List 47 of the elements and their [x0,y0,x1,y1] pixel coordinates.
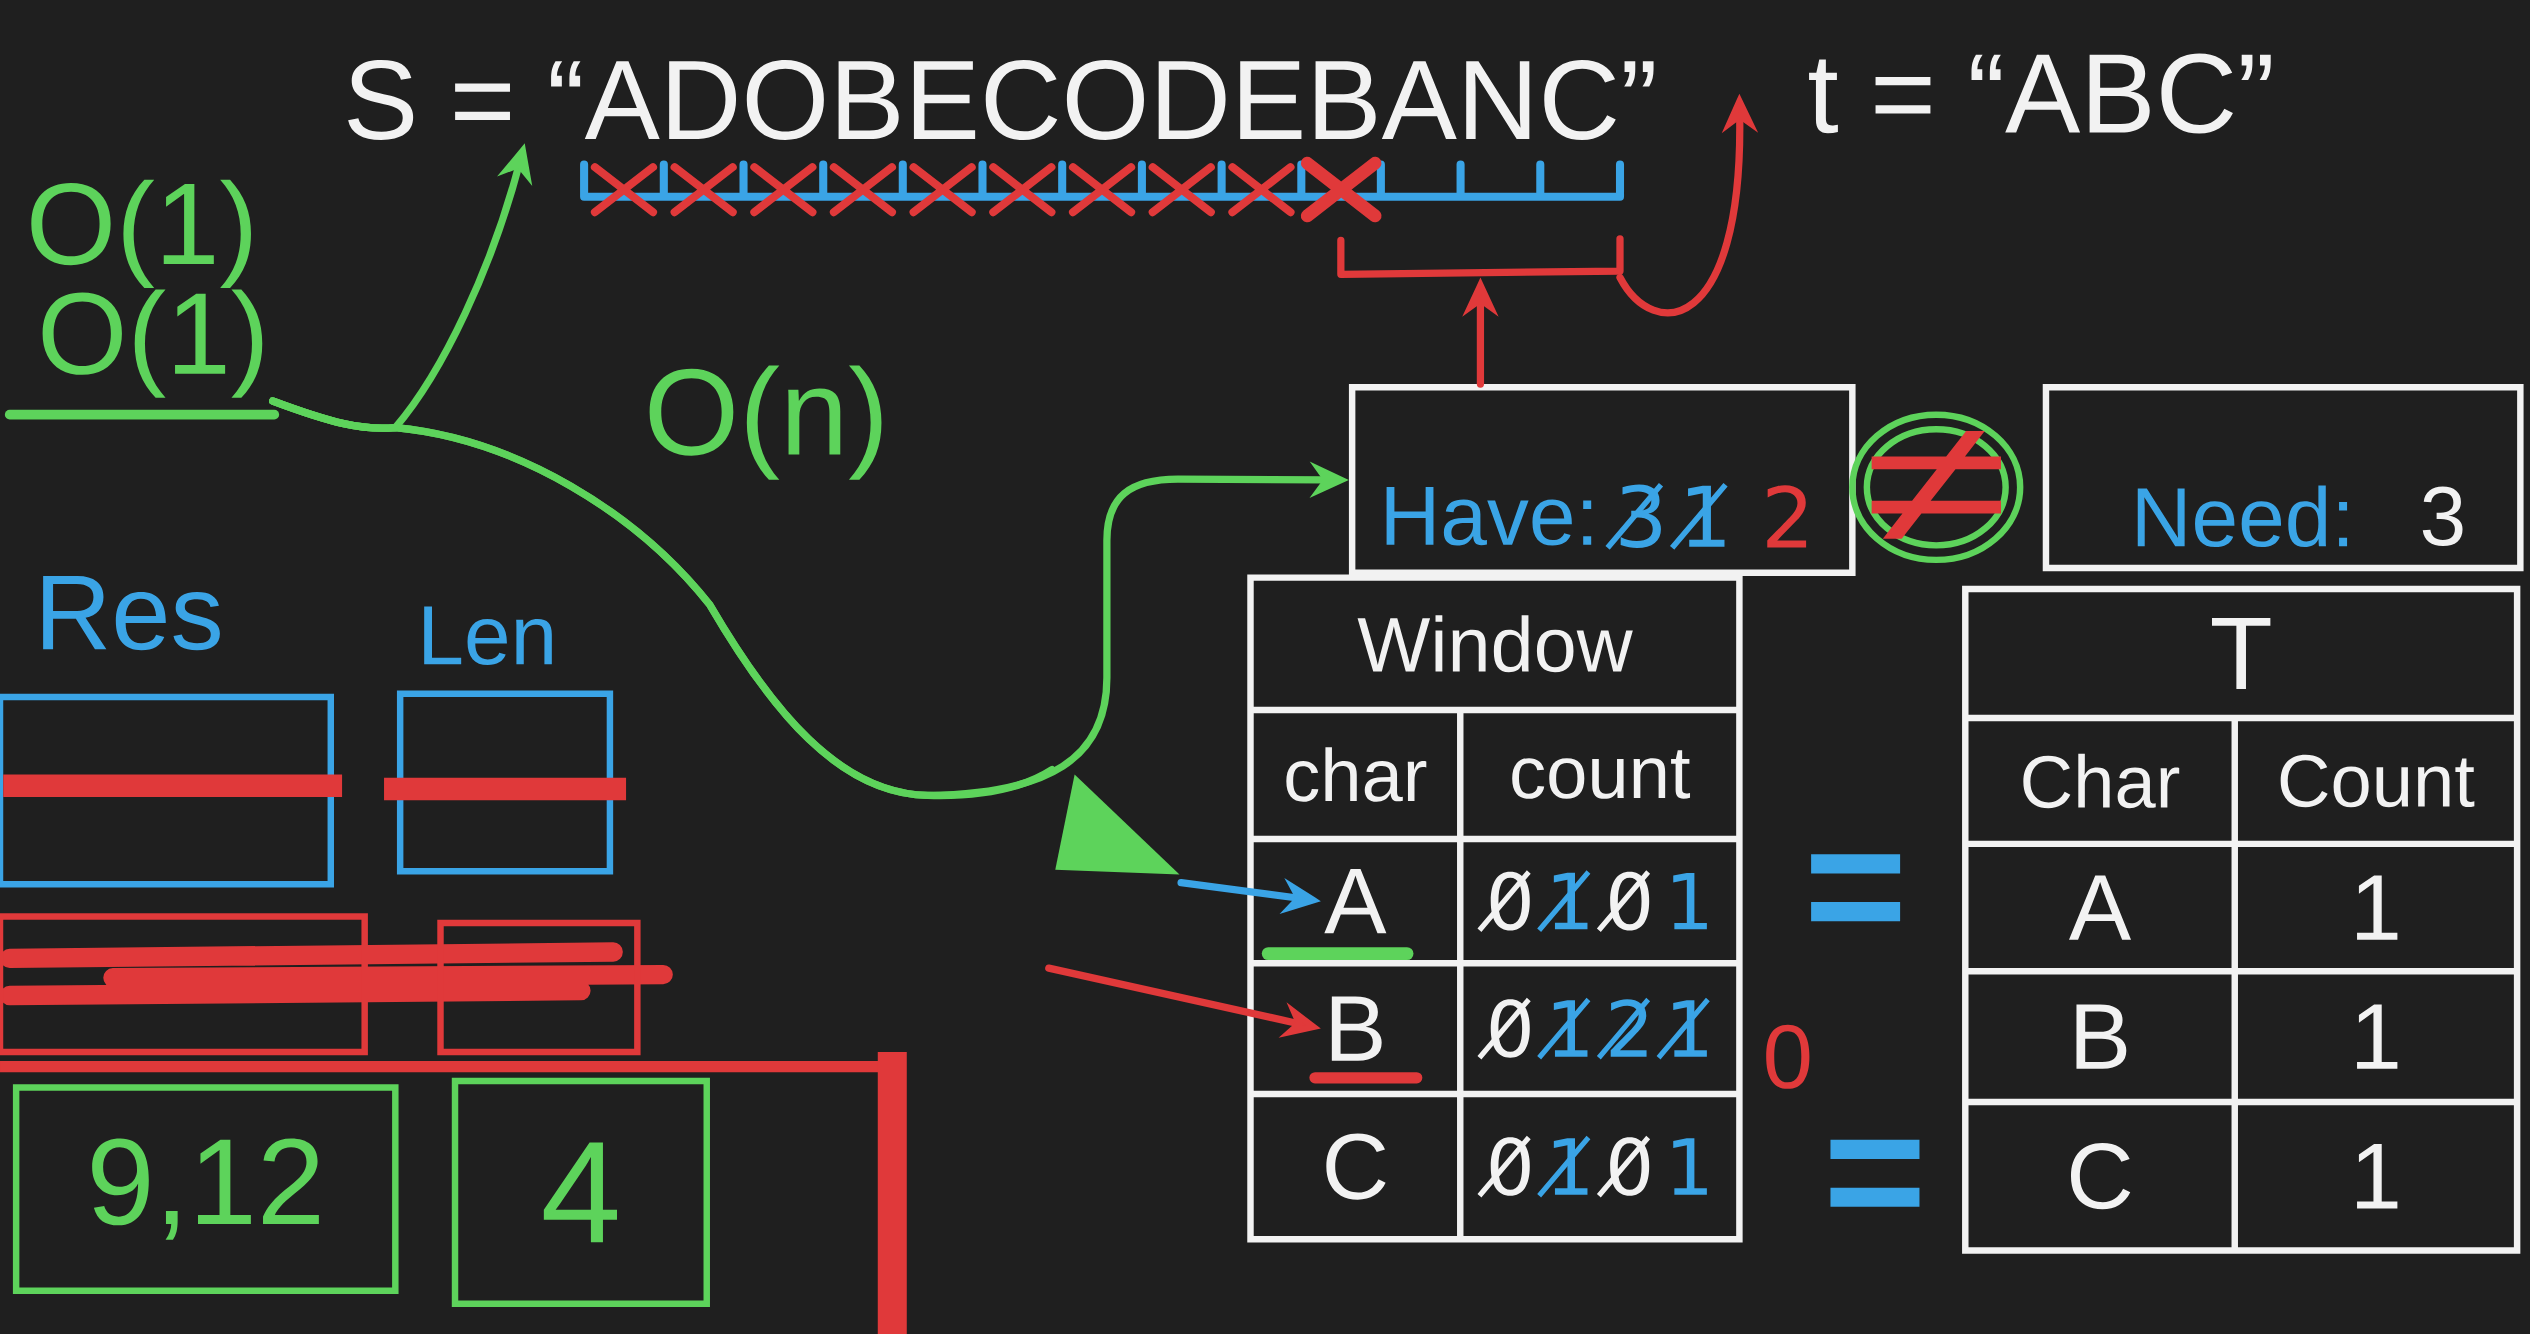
char-label: C [1326,1133,1386,1200]
char-label: A [2069,875,2132,940]
char-label: C [2071,1142,2131,1210]
crossed-out-value: 0̸ [1596,870,1651,932]
column-header: count [1512,749,1690,799]
counter-box: Need: 3 [2042,383,2524,571]
connector-line [269,397,1056,800]
assignment-text: t = “ABC” [1809,53,2271,134]
equals-sign: = [1830,1139,1920,1207]
counter-box: Have: 3̸1̸ 2 [1348,383,1856,576]
count-value: 1 [1673,1138,1707,1195]
crossed-out-value: 3̸ [1605,482,1664,550]
box-heading: Res [43,575,220,651]
crossed-out-value: 1̸ [1656,997,1710,1060]
crossed-out-value: 1̸ [1537,870,1591,932]
bracket [1337,234,1624,278]
crossed-out-value: 0̸ [1477,997,1531,1060]
box-heading: Len [424,606,552,665]
count-value: 1 [1673,872,1707,930]
triangle-marker [1055,774,1180,875]
count-value: 1 [2357,875,2398,940]
crossed-out-value: 0̸ [1477,1135,1531,1198]
column-header: Count [2280,754,2475,808]
crossed-out-value: 1̸ [1670,482,1728,550]
circled-sign: ≠ [1849,411,2024,563]
char-label: B [2076,1004,2127,1069]
char-label: B [1331,996,1382,1061]
crossed-out-box [0,913,368,1056]
crossed-out-box [437,919,641,1056]
crossed-out-value: 1̸ [1537,1135,1591,1198]
column-header: Char [2023,753,2180,808]
crossed-out-value: 0̸ [1477,870,1531,932]
crossed-out-value: 1̸ [1537,997,1591,1060]
column-header: char [1286,747,1427,802]
equals-sign: = [1811,854,1901,922]
value-box: 4 [451,1077,710,1307]
crossed-out-value: 0̸ [1596,1135,1651,1198]
complexity-label: O(1) [42,289,263,398]
assignment-text: S = “ADOBECODEBANC” [348,59,1654,140]
value-box: 9,12 [12,1084,399,1294]
count-value: 0 [1766,1024,1810,1089]
count-value: 1 [2357,1143,2398,1209]
crossed-out-value: 2̸ [1596,997,1651,1060]
char-label: A [1324,868,1387,934]
count-value: 1 [2357,1004,2398,1069]
complexity-label: O(1) [31,179,251,288]
complexity-label: O(n) [649,365,882,480]
